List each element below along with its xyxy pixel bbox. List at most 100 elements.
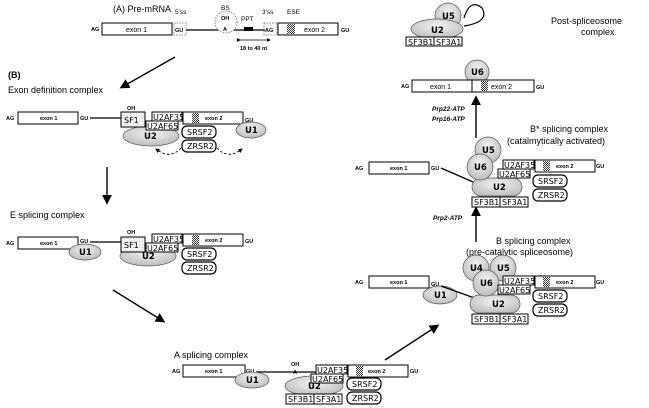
a-splicing-complex: A splicing complex AG exon 1 GU U1 OH A … [172,350,418,405]
u2af35-label: U2AF35 [317,366,348,375]
gu-label: GU [431,166,439,172]
u2af65-label: U2AF65 [147,122,178,131]
srsf2-box [532,174,568,188]
u1-snrnp [422,285,458,305]
gu3-label: GU [341,28,349,34]
u2-label: U2 [144,132,157,142]
u2af65-label: U2AF65 [147,244,178,253]
u2af35-label: U2AF35 [504,277,535,286]
exon1-box [101,22,173,36]
u2af65-box [497,168,531,179]
prp2-atp-label: Prp2-ATP [433,215,463,222]
exon2-label: exon 2 [556,164,573,170]
zrsr2-box [532,188,568,202]
u5-label: U5 [482,146,495,156]
zrsr2-label: ZRSR2 [187,142,214,151]
panel-a-pre-mrna: (A) Pre-mRNA AG exon 1 GU 5'ss BS OH A P… [91,4,349,52]
dashed-arrow-to-u2 [155,147,182,155]
exon1-label: exon 1 [430,84,451,91]
u2af65-box [497,284,531,295]
u6-snrnp [472,269,500,297]
sf3b1-label: SF3B1 [474,198,499,207]
exon2-label: exon 2 [368,369,385,375]
zrsr2-label: ZRSR2 [187,264,214,273]
u1-label: U1 [246,376,259,386]
distance-label: 18 to 40 nt [240,46,267,52]
bstar-splicing-complex: B* splicing complex (catalmytically acti… [355,124,609,208]
u6-label: U6 [474,163,487,173]
u2af35-label: U2AF35 [504,161,535,170]
srsf2-box [181,125,217,139]
ese-block [356,366,363,376]
exon1-box [17,111,79,125]
sf3a1-box [499,196,529,208]
sf3a1-box [433,36,463,47]
u2af65-box [310,373,344,384]
b-complex-subtitle: (pre-catalytic spliceosome) [466,247,573,257]
panel-a-title: (A) Pre-mRNA [113,4,171,14]
oh-label: OH [291,362,299,368]
u2af65-label: U2AF65 [499,286,530,295]
e-complex-title: E splicing complex [10,210,85,220]
exon1-label: exon 1 [40,116,57,122]
branch-a-label: A [293,370,297,376]
sf3a1-label: SF3A1 [316,395,341,404]
panel-b-label: (B) [8,70,21,80]
branch-a-label: A [223,27,227,33]
u6-snrnp [466,153,494,181]
exon1-label: exon 1 [205,369,222,375]
zrsr2-box [181,139,217,153]
gu-label: GU [410,369,418,375]
exon2-label: exon 2 [491,84,512,91]
u2af65-label: U2AF65 [499,170,530,179]
u1-label: U1 [79,248,92,258]
u2af65-box [145,120,179,131]
oh-label: OH [127,106,135,112]
ese-block [287,24,295,34]
u2-label: U2 [308,382,321,392]
oh-label: OH [221,16,229,22]
sf3a1-box [313,393,343,405]
u5-label: U5 [442,12,455,22]
zrsr2-box [532,303,568,317]
exon-definition-complex: (B) Exon definition complex AG exon 1 GU… [6,70,267,155]
exon2-label: exon 2 [304,27,325,34]
u4-label: U4 [470,264,483,274]
b-complex-title: B splicing complex [496,236,571,246]
zrsr2-box [181,261,217,275]
u2-label: U2 [431,26,444,36]
exon1-box [17,236,79,250]
sf3b1-label: SF3B1 [408,38,433,47]
ag-label: AG [401,84,409,90]
ag-label: AG [172,369,180,375]
exon1-box [368,161,430,175]
arrow-to-a-complex [112,289,166,323]
u2-snrnp [471,177,523,197]
srsf2-label: SRSF2 [187,250,212,259]
exon2-label: exon 2 [205,238,222,244]
sf3a1-label: SF3A1 [502,315,527,324]
sf3b1-label: SF3B1 [474,315,499,324]
u1-snrnp [235,121,267,139]
sf3a1-label: SF3A1 [502,198,527,207]
srsf2-box [346,377,382,391]
sf1-label: SF1 [124,241,139,250]
srsf2-label: SRSF2 [538,292,563,301]
intron-lariat [463,4,485,27]
u2-label: U2 [142,252,155,262]
exon-def-title: Exon definition complex [8,85,104,95]
u2af65-label: U2AF65 [312,375,343,384]
ag-label: AG [355,166,363,172]
gu-label: GU [175,28,183,34]
dashed-arrow-to-u1 [216,147,243,155]
srsf2-label: SRSF2 [538,177,563,186]
gu-label: GU [596,280,604,286]
post-complex-subtitle: complex [581,27,615,37]
zrsr2-label: ZRSR2 [352,394,379,403]
u1-label: U1 [245,126,258,136]
bstar-complex-subtitle: (catalmytically activated) [507,136,605,146]
gu-label: GU [80,239,88,245]
u6-label: U6 [471,68,484,78]
arrow-to-b-complex [384,324,440,361]
